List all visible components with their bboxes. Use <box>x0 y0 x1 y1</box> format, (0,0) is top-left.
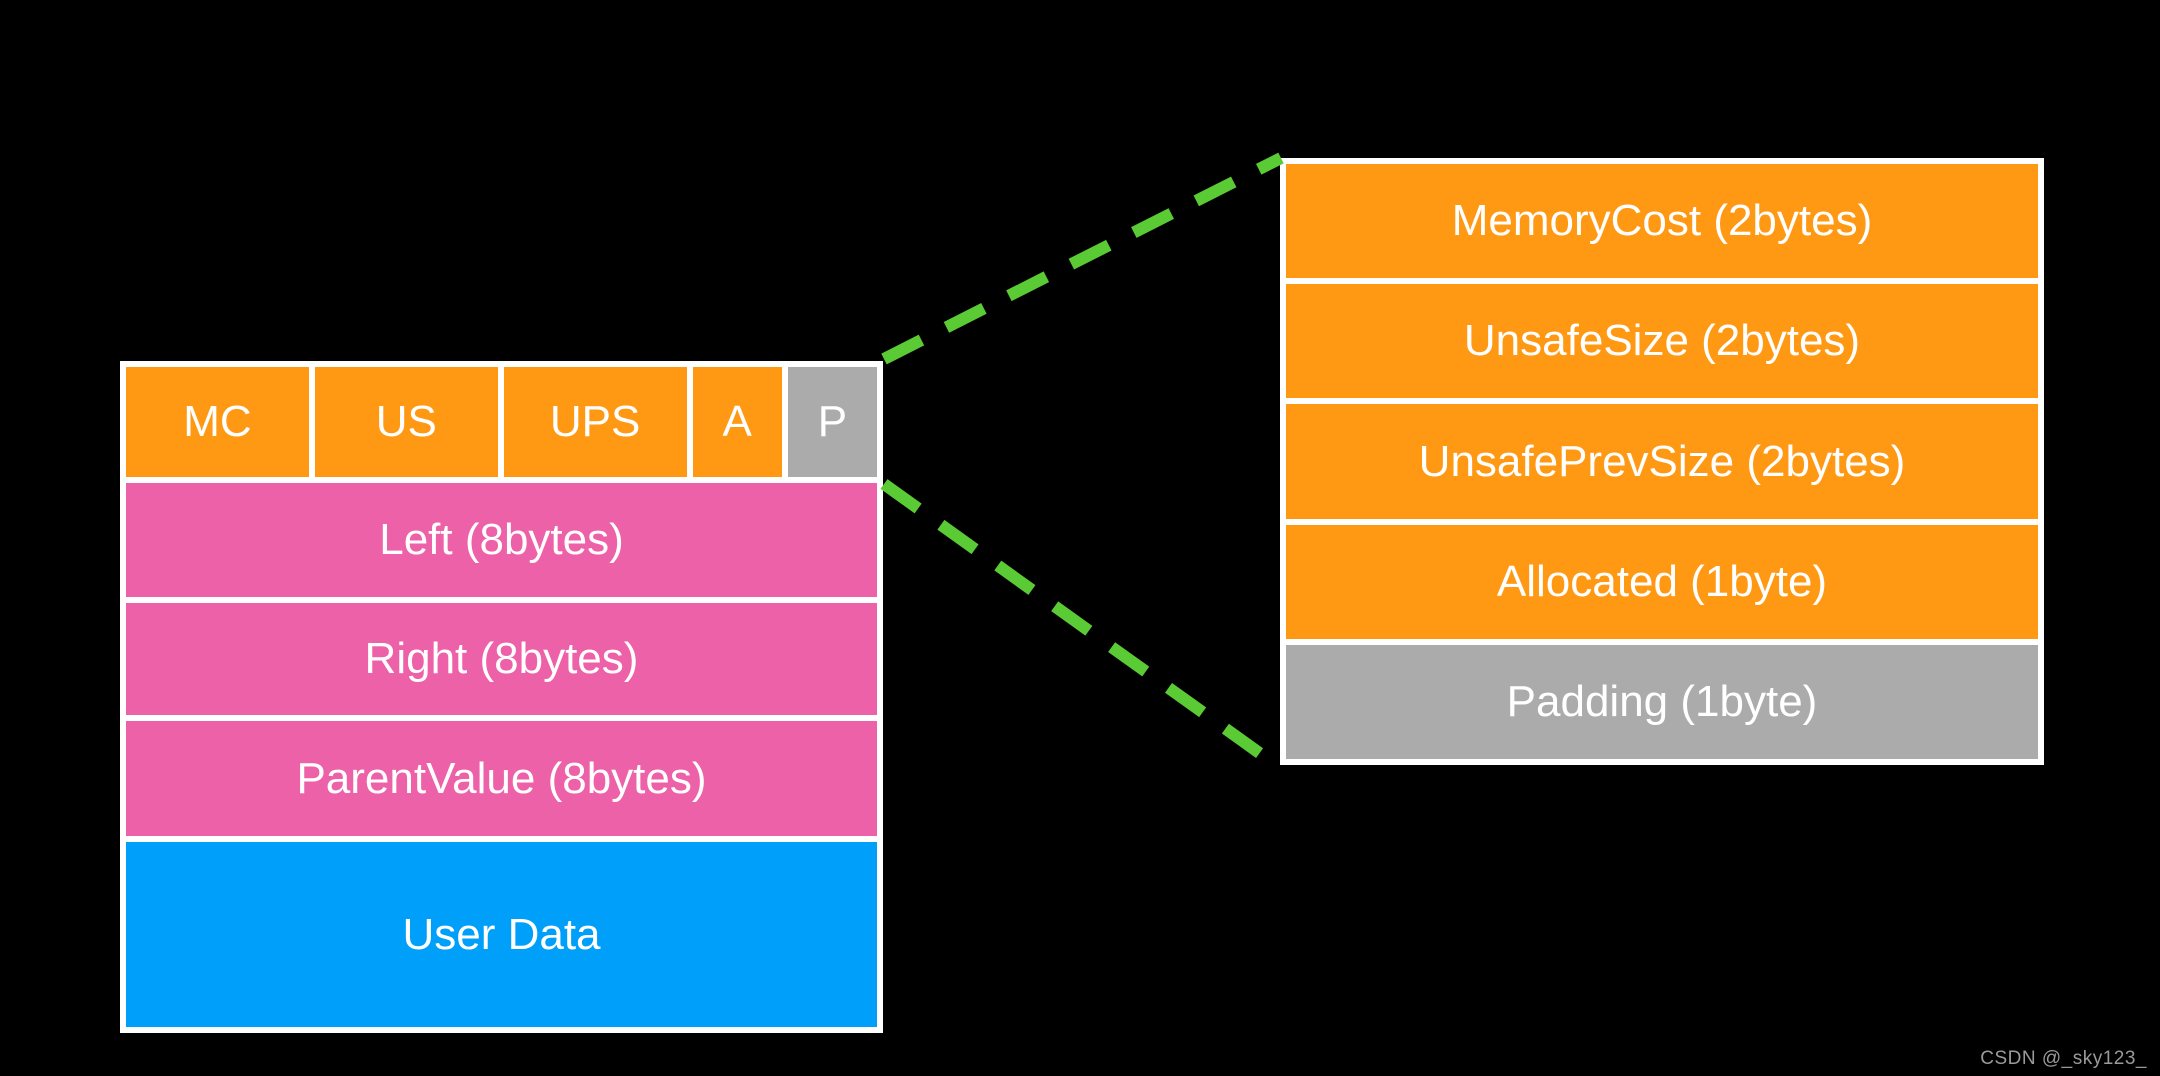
row-right-pointer: Right (8bytes) <box>126 603 877 715</box>
zoom-connector-top-line <box>881 152 1284 365</box>
header-cell-us: US <box>314 367 498 477</box>
row-allocated: Allocated (1byte) <box>1286 524 2038 639</box>
row-user-data: User Data <box>126 842 877 1027</box>
header-detail-table: MemoryCost (2bytes) UnsafeSize (2bytes) … <box>1280 158 2044 765</box>
zoom-connector-bottom-line <box>880 479 1283 772</box>
row-unsafe-prev-size: UnsafePrevSize (2bytes) <box>1286 404 2038 519</box>
header-cell-p: P <box>787 367 877 477</box>
row-left-pointer: Left (8bytes) <box>126 483 877 597</box>
row-unsafe-size: UnsafeSize (2bytes) <box>1286 284 2038 399</box>
header-cell-a: A <box>692 367 782 477</box>
chunk-header-row: MC US UPS A P <box>126 367 877 477</box>
header-cell-mc: MC <box>126 367 309 477</box>
row-padding: Padding (1byte) <box>1286 644 2038 760</box>
row-parent-value: ParentValue (8bytes) <box>126 721 877 836</box>
chunk-layout-table: MC US UPS A P Left (8bytes) Right (8byte… <box>120 361 883 1033</box>
row-memory-cost: MemoryCost (2bytes) <box>1286 164 2038 279</box>
watermark: CSDN @_sky123_ <box>1980 1048 2147 1069</box>
header-cell-ups: UPS <box>503 367 687 477</box>
